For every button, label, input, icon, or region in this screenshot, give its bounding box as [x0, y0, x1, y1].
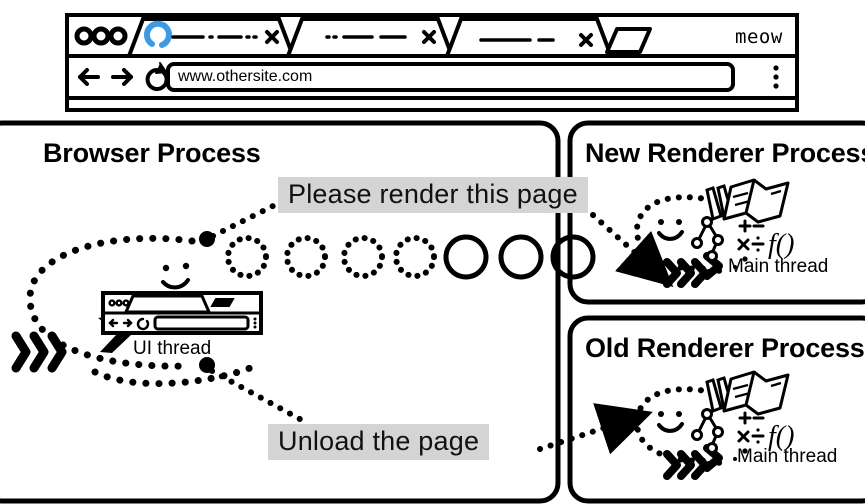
new-renderer-work-icons: f() [691, 178, 794, 269]
loading-spinner-icon [143, 20, 172, 48]
dom-tree-icon [691, 408, 724, 454]
new-renderer-main-thread-caption: Main thread [728, 256, 829, 277]
browser-process-panel [0, 120, 561, 504]
old-renderer-work-icons: f() [691, 370, 794, 461]
svg-text:f(): f() [768, 421, 794, 452]
render-message-arrow [590, 212, 674, 288]
window-control-dots[interactable] [74, 26, 128, 46]
math-symbols-icon [737, 219, 765, 252]
old-renderer-process-title: Old Renderer Process [585, 333, 865, 363]
function-icon: f() [768, 421, 794, 452]
browser-process-title: Browser Process [43, 138, 261, 168]
new-renderer-motion-icon [663, 258, 709, 288]
tab-3[interactable] [444, 17, 614, 58]
tab-2[interactable] [285, 17, 455, 58]
pending-task-circles [225, 235, 437, 279]
address-bar[interactable] [166, 62, 735, 92]
tab-3-close-icon[interactable] [579, 33, 593, 47]
old-renderer-smiley-face [657, 411, 684, 433]
sparkle-dots [733, 256, 748, 269]
old-renderer-main-thread-caption: Main thread [737, 446, 838, 467]
ui-thread-browser-icon [101, 291, 263, 335]
tab-2-close-icon[interactable] [422, 30, 436, 44]
old-renderer-motion-icon [663, 450, 709, 480]
tab-1-close-icon[interactable] [265, 30, 279, 44]
book-icon [722, 370, 790, 416]
forward-icon[interactable] [111, 68, 133, 86]
new-renderer-process-title: New Renderer Process [585, 138, 865, 168]
sparkle-dots [733, 448, 748, 461]
unload-message-arrow [537, 403, 653, 455]
new-renderer-smiley-face [657, 219, 684, 241]
unload-message-connector [199, 357, 312, 427]
render-message-label: Please render this page [278, 177, 588, 214]
book-icon [722, 178, 790, 224]
browser-process-motion-icon [11, 331, 67, 373]
address-bar-text[interactable]: www.othersite.com [178, 68, 313, 85]
tab-1[interactable] [126, 17, 296, 58]
active-task-circles [443, 234, 596, 280]
browser-menu-icon[interactable] [773, 65, 779, 89]
new-tab-button[interactable] [605, 27, 652, 54]
math-symbols-icon [737, 411, 765, 444]
function-icon: f() [768, 229, 794, 260]
ui-thread-caption: UI thread [133, 338, 212, 359]
new-renderer-motion-trail [706, 267, 728, 275]
dom-tree-icon [691, 216, 724, 262]
unload-message-label: Unload the page [268, 424, 490, 461]
old-renderer-motion-trail [706, 459, 728, 467]
browser-brand-label: meow [735, 26, 783, 48]
svg-text:f(): f() [768, 229, 794, 260]
render-message-connector [199, 199, 284, 247]
ui-thread-smiley-face [161, 262, 190, 290]
back-icon[interactable] [78, 68, 100, 86]
